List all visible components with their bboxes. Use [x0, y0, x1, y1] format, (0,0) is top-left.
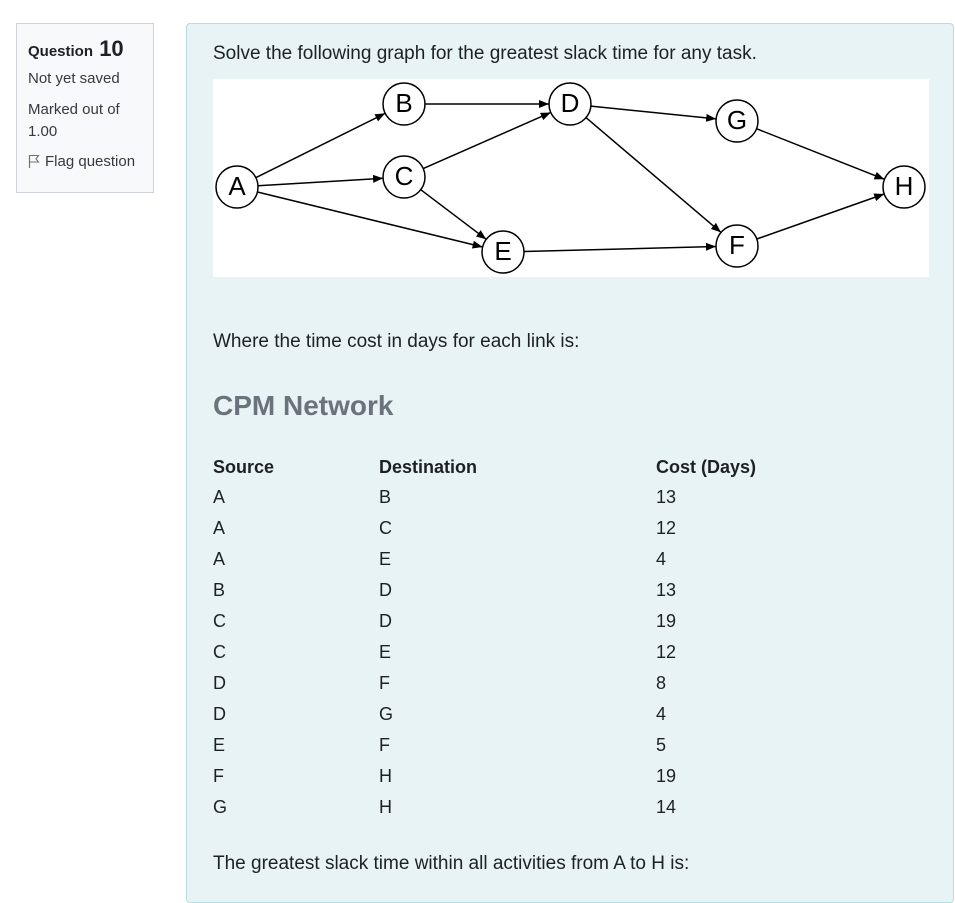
table-row: G H 14	[213, 792, 816, 823]
question-info-panel: Question 10 Not yet saved Marked out of …	[16, 23, 154, 193]
question-grade: Marked out of 1.00	[28, 101, 120, 140]
table-row: C D 19	[213, 606, 816, 637]
edge-a-c	[257, 174, 384, 187]
cost-cell: 12	[656, 642, 677, 662]
flag-icon	[28, 154, 40, 168]
cost-cell: 8	[656, 673, 667, 693]
destination-cell: E	[379, 549, 392, 569]
source-cell: B	[213, 580, 226, 600]
table-row: A E 4	[213, 544, 816, 575]
table-row: A B 13	[213, 482, 816, 513]
question-prompt: Solve the following graph for the greate…	[213, 43, 757, 64]
header-cost: Cost (Days)	[656, 456, 757, 477]
node-circle	[882, 165, 926, 209]
cost-cell: 4	[656, 704, 667, 724]
cpm-network-graph: A B C D E F G H	[213, 79, 929, 277]
destination-cell: D	[379, 611, 392, 631]
node-label: B	[395, 88, 412, 118]
edge-c-d	[422, 111, 552, 170]
edge-f-h	[756, 193, 885, 240]
source-cell: D	[213, 704, 226, 724]
answer-prompt: The greatest slack time within all activ…	[213, 853, 690, 874]
node-circle	[481, 230, 525, 274]
node-label: H	[895, 171, 914, 201]
destination-cell: B	[379, 487, 392, 507]
cost-cell: 5	[656, 735, 667, 755]
destination-cell: H	[379, 797, 392, 817]
node-circle	[548, 82, 592, 126]
destination-cell: G	[379, 704, 394, 724]
cost-cell: 19	[656, 766, 677, 786]
question-number-value: 10	[99, 36, 124, 61]
source-cell: A	[213, 549, 226, 569]
source-cell: G	[213, 797, 228, 817]
node-label: F	[729, 230, 745, 260]
question-number: Question 10	[28, 36, 142, 62]
node-circle	[382, 155, 426, 199]
edge-a-b	[255, 112, 386, 179]
edge-e-f	[523, 242, 717, 253]
table-title: CPM Network	[213, 390, 394, 421]
node-circle	[382, 82, 426, 126]
node-b: B	[382, 82, 426, 126]
table-row: C E 12	[213, 637, 816, 668]
header-destination: Destination	[379, 456, 478, 477]
node-g: G	[715, 99, 759, 143]
source-cell: A	[213, 518, 226, 538]
table-row: D G 4	[213, 699, 816, 730]
source-cell: D	[213, 673, 226, 693]
edge-g-h	[756, 128, 885, 180]
node-label: A	[228, 171, 246, 201]
destination-cell: C	[379, 518, 392, 538]
node-label: E	[494, 236, 511, 266]
edge-a-e	[257, 191, 483, 249]
node-label: C	[395, 161, 414, 191]
edge-c-e	[420, 189, 487, 240]
node-c: C	[382, 155, 426, 199]
source-cell: C	[213, 642, 226, 662]
where-text: Where the time cost in days for each lin…	[213, 331, 580, 352]
table-row: F H 19	[213, 761, 816, 792]
node-e: E	[481, 230, 525, 274]
flag-question-label: Flag question	[45, 153, 136, 170]
cost-cell: 13	[656, 487, 677, 507]
source-cell: A	[213, 487, 226, 507]
table-header-row: Source Destination Cost (Days)	[213, 452, 816, 482]
table-row: A C 12	[213, 513, 816, 544]
node-a: A	[215, 165, 259, 209]
cost-cell: 12	[656, 518, 677, 538]
destination-cell: E	[379, 642, 392, 662]
source-cell: E	[213, 735, 226, 755]
question-content: Solve the following graph for the greate…	[186, 23, 954, 903]
destination-cell: F	[379, 673, 390, 693]
header-source: Source	[213, 456, 275, 477]
destination-cell: H	[379, 766, 392, 786]
table-row: B D 13	[213, 575, 816, 606]
destination-cell: D	[379, 580, 392, 600]
edge-d-g	[590, 105, 717, 122]
cost-cell: 13	[656, 580, 677, 600]
table-row: D F 8	[213, 668, 816, 699]
node-d: D	[548, 82, 592, 126]
edge-d-f	[585, 117, 722, 233]
question-label: Question	[28, 43, 94, 60]
source-cell: F	[213, 766, 224, 786]
source-cell: C	[213, 611, 226, 631]
node-circle	[715, 224, 759, 268]
question-state: Not yet saved	[28, 70, 120, 87]
node-circle	[215, 165, 259, 209]
node-circle	[715, 99, 759, 143]
node-f: F	[715, 224, 759, 268]
flag-question-button[interactable]: Flag question	[28, 153, 142, 170]
cost-cell: 19	[656, 611, 677, 631]
node-label: D	[561, 88, 580, 118]
node-label: G	[727, 105, 747, 135]
cost-cell: 4	[656, 549, 667, 569]
table-row: E F 5	[213, 730, 816, 761]
destination-cell: F	[379, 735, 390, 755]
cost-cell: 14	[656, 797, 677, 817]
node-h: H	[882, 165, 926, 209]
